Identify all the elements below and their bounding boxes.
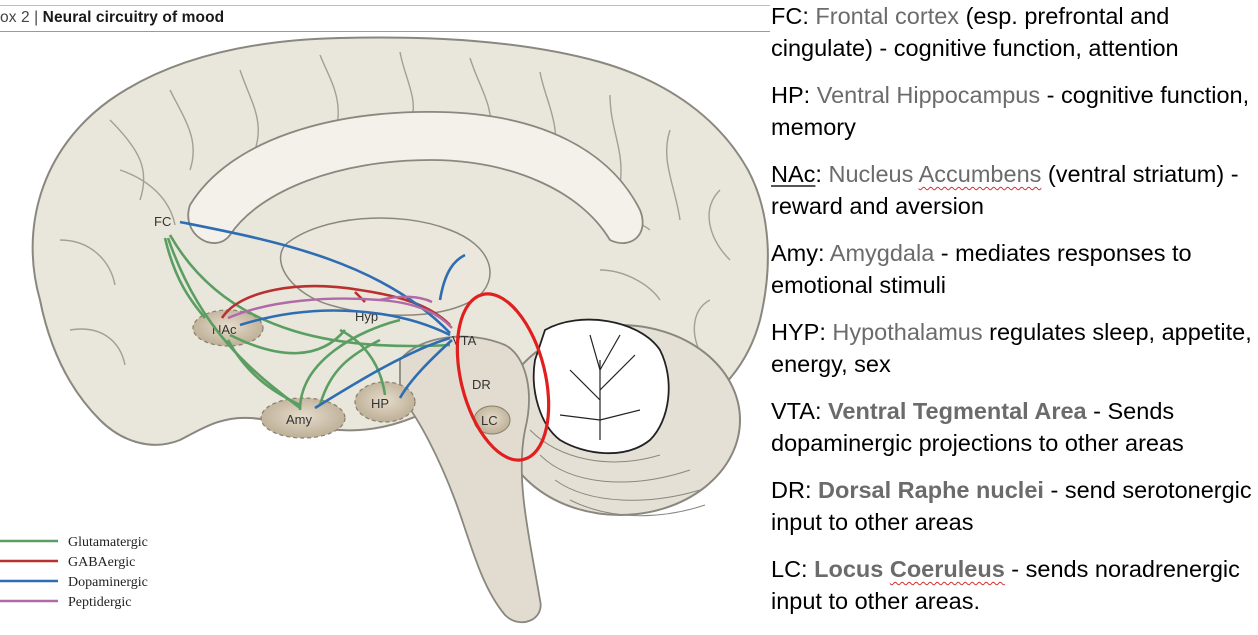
nucleus-hp: HP [354,381,416,423]
note-hyp-abbr: HYP [771,319,820,345]
brain-figure: ox 2 | Neural circuitry of mood [0,5,770,624]
note-vta: VTA: Ventral Tegmental Area - Sends dopa… [771,395,1258,459]
note-lc-abbr: LC [771,556,802,582]
note-lc-term-a: Locus [814,556,890,582]
legend-label-peptidergic: Peptidergic [68,595,132,610]
corpus-callosum [187,111,644,245]
note-nac-desc: (ventral striatum) - reward and aversion [771,161,1239,219]
note-lc-term-b: Coeruleus [889,556,1005,582]
label-dr: DR [472,377,491,392]
legend-item-glutamatergic: Glutamatergic [0,535,148,550]
note-fc-abbr: FC [771,3,803,29]
note-nac-sep: : [815,161,829,187]
label-fc: FC [154,214,171,229]
note-amy-term: Amygdala [829,240,935,266]
note-nac-term-b: Accumbens [918,161,1042,187]
peptidergic-pathways [227,295,453,329]
figure-title: ox 2 | Neural circuitry of mood [0,9,224,27]
label-amy: Amy [286,412,313,427]
arbor-vitae [532,318,670,455]
note-nac-abbr: NAc [771,161,816,187]
note-hyp-sep: : [819,319,833,345]
legend-label-gabaergic: GABAergic [68,555,135,570]
note-amy-abbr: Amy [771,240,818,266]
note-vta-term: Ventral Tegmental Area [828,398,1087,424]
note-amy-sep: : [818,240,830,266]
note-hp-term: Ventral Hippocampus [816,82,1041,108]
note-vta-desc: - Sends dopaminergic projections to othe… [771,398,1184,456]
note-dr-abbr: DR [771,477,805,503]
legend-item-peptidergic: Peptidergic [0,595,132,610]
note-hyp: HYP: Hypothalamus regulates sleep, appet… [771,316,1258,380]
legend-label-glutamatergic: Glutamatergic [68,535,148,550]
legend-item-gabaergic: GABAergic [0,555,135,570]
note-hyp-term: Hypothalamus [832,319,983,345]
note-vta-sep: : [814,398,829,424]
figure-title-text: Neural circuitry of mood [42,9,225,26]
figure-top-rule [0,5,770,6]
note-lc: LC: Locus Coeruleus - sends noradrenergi… [771,553,1258,617]
note-fc-sep: : [802,3,816,29]
cerebellum-folia [529,429,706,517]
note-hyp-desc: regulates sleep, appetite, energy, sex [771,319,1252,377]
legend-item-dopaminergic: Dopaminergic [0,575,148,590]
note-lc-sep: : [801,556,815,582]
legend-label-dopaminergic: Dopaminergic [68,575,148,590]
note-amy-desc: - mediates responses to emotional stimul… [771,240,1192,298]
gabaergic-pathways [220,284,451,326]
highlight-ellipse [455,292,551,462]
figure-title-rule [0,31,770,32]
note-amy: Amy: Amygdala - mediates responses to em… [771,237,1258,301]
note-dr-term: Dorsal Raphe nuclei [818,477,1044,503]
note-dr: DR: Dorsal Raphe nuclei - send serotoner… [771,474,1258,538]
note-hp-abbr: HP [771,82,804,108]
note-vta-abbr: VTA [771,398,815,424]
nucleus-amy: Amy [260,397,346,439]
glutamatergic-pathways [163,234,451,411]
note-hp: HP: Ventral Hippocampus - cognitive func… [771,79,1258,143]
note-fc-desc: (esp. prefrontal and cingulate) - cognit… [771,3,1179,61]
arbor-branches [559,334,641,440]
note-dr-sep: : [804,477,819,503]
note-nac: NAc: Nucleus Accumbens (ventral striatum… [771,158,1258,222]
brainstem [399,335,542,624]
note-hp-sep: : [803,82,817,108]
legend: Glutamatergic GABAergic Dopaminergic Pep… [0,535,148,610]
note-hp-desc: - cognitive function, memory [771,82,1250,140]
note-fc: FC: Frontal cortex (esp. prefrontal and … [771,0,1258,64]
figure-box-prefix: ox 2 | [0,9,39,26]
label-hp: HP [371,396,389,411]
note-fc-term: Frontal cortex [815,3,960,29]
label-lc: LC [481,413,498,428]
note-lc-desc: - sends noradrenergic input to other are… [771,556,1240,614]
note-dr-desc: - send serotonergic input to other areas [771,477,1252,535]
notes-panel: FC: Frontal cortex (esp. prefrontal and … [771,0,1258,632]
brain-diagram: NAc Amy HP LC FC Hyp VTA DR [0,36,769,624]
note-nac-term-a: Nucleus [828,161,919,187]
